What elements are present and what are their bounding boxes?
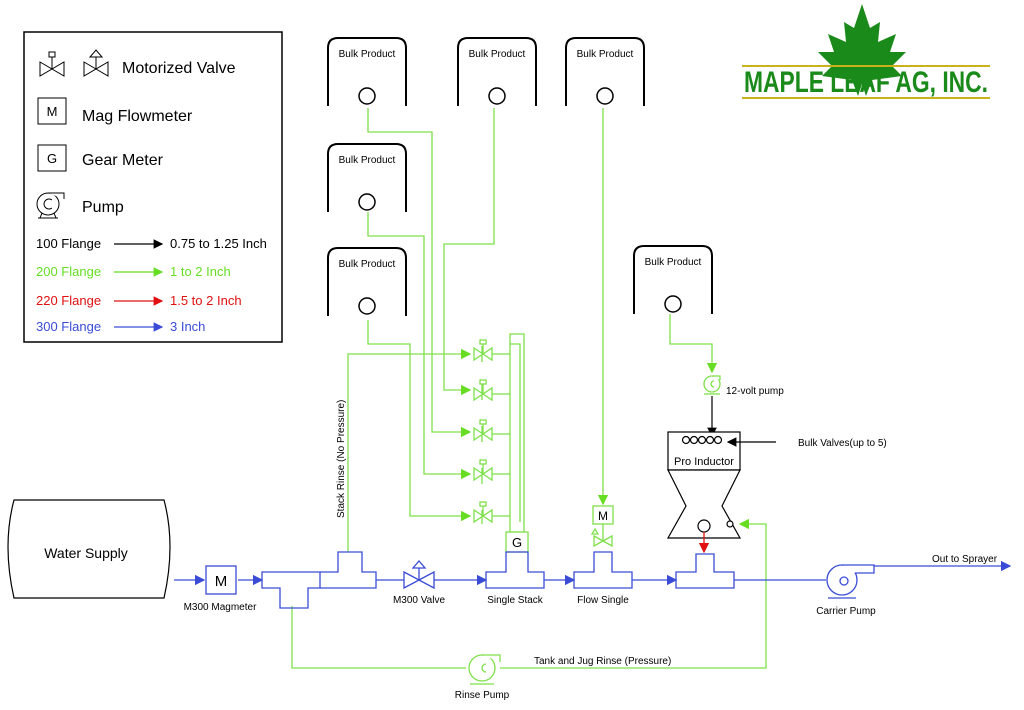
motorized-valve-icon bbox=[39, 49, 109, 77]
tank-outlet bbox=[488, 87, 506, 105]
bulk-product-tank: Bulk Product bbox=[327, 247, 407, 316]
svg-text:0.75 to 1.25 Inch: 0.75 to 1.25 Inch bbox=[170, 236, 267, 251]
bulk-product-label: Bulk Product bbox=[469, 49, 526, 60]
stack-rinse-label: Stack Rinse (No Pressure) bbox=[336, 400, 347, 518]
single-stack-label: Single Stack bbox=[487, 595, 544, 606]
bulk-product-label: Bulk Product bbox=[339, 259, 396, 270]
legend-motorized-valve: Motorized Valve bbox=[122, 60, 236, 77]
tank-outlet bbox=[358, 193, 376, 211]
legend-pump: Pump bbox=[82, 199, 124, 216]
svg-text:1 to 2 Inch: 1 to 2 Inch bbox=[170, 264, 231, 279]
bulk-valves-label: Bulk Valves(up to 5) bbox=[798, 438, 887, 449]
bulk-product-tank: Bulk Product bbox=[327, 143, 407, 212]
stack-valves bbox=[473, 339, 493, 524]
svg-text:100 Flange: 100 Flange bbox=[36, 236, 101, 251]
svg-text:200 Flange: 200 Flange bbox=[36, 264, 101, 279]
svg-text:M: M bbox=[215, 573, 228, 590]
diagram-labels: M300 Magmeter M300 Valve Single Stack Fl… bbox=[184, 386, 998, 701]
motorized-valve-icon bbox=[473, 501, 493, 524]
company-name: MAPLE LEAF AG, INC. bbox=[744, 66, 988, 99]
m300-valve bbox=[403, 560, 435, 590]
gear-meter-icon: G bbox=[37, 144, 67, 172]
bulk-product-label: Bulk Product bbox=[577, 49, 634, 60]
motorized-valve-icon bbox=[473, 419, 493, 442]
svg-text:M: M bbox=[47, 104, 58, 119]
bulk-product-tank: Bulk Product bbox=[565, 37, 645, 106]
legend-gear-meter: Gear Meter bbox=[82, 152, 164, 169]
m300-valve-label: M300 Valve bbox=[393, 595, 446, 606]
flow-single-meter: M bbox=[590, 505, 614, 548]
tank-outlet bbox=[358, 297, 376, 315]
svg-text:G: G bbox=[512, 535, 522, 550]
rinse-pump bbox=[468, 654, 501, 685]
twelve-volt-pump-label: 12-volt pump bbox=[726, 386, 784, 397]
legend-box: Motorized Valve M Mag Flowmeter G Gear M… bbox=[23, 31, 283, 343]
motorized-valve-icon bbox=[590, 524, 613, 548]
m300-magmeter-label: M300 Magmeter bbox=[184, 602, 257, 613]
motorized-valve-icon bbox=[473, 379, 493, 402]
flow-single-label: Flow Single bbox=[577, 595, 629, 606]
motorized-valve-icon bbox=[473, 339, 493, 362]
flange-row: 220 Flange 1.5 to 2 Inch bbox=[36, 293, 242, 308]
motorized-valve-icon bbox=[473, 459, 493, 482]
svg-text:220 Flange: 220 Flange bbox=[36, 293, 101, 308]
svg-text:1.5 to 2 Inch: 1.5 to 2 Inch bbox=[170, 293, 242, 308]
carrier-pump-label: Carrier Pump bbox=[816, 606, 876, 617]
tank-outlet bbox=[358, 87, 376, 105]
bulk-product-label: Bulk Product bbox=[339, 155, 396, 166]
bulk-product-tank: Bulk Product bbox=[633, 245, 713, 314]
carrier-pump bbox=[826, 564, 875, 599]
gear-meter: G bbox=[505, 531, 529, 553]
svg-text:M: M bbox=[598, 509, 608, 523]
m300-magmeter: M bbox=[205, 565, 237, 595]
flange-row: 300 Flange 3 Inch bbox=[36, 319, 205, 334]
svg-text:3 Inch: 3 Inch bbox=[170, 319, 205, 334]
tank-outlet bbox=[596, 87, 614, 105]
water-supply-tank: Water Supply bbox=[7, 499, 171, 599]
water-supply-label: Water Supply bbox=[44, 545, 128, 561]
twelve-volt-pump bbox=[703, 375, 721, 395]
out-to-sprayer-label: Out to Sprayer bbox=[932, 554, 998, 565]
tank-jug-rinse-label: Tank and Jug Rinse (Pressure) bbox=[534, 656, 671, 667]
pump-icon bbox=[36, 192, 65, 219]
bulk-product-tank: Bulk Product bbox=[327, 37, 407, 106]
mag-flowmeter-icon: M bbox=[37, 97, 67, 125]
flange-row: 100 Flange 0.75 to 1.25 Inch bbox=[36, 236, 267, 251]
maple-leaf-icon bbox=[818, 4, 906, 96]
bulk-product-tank: Bulk Product bbox=[457, 37, 537, 106]
blue-pipes bbox=[174, 551, 1012, 609]
svg-text:300 Flange: 300 Flange bbox=[36, 319, 101, 334]
legend-mag-flowmeter: Mag Flowmeter bbox=[82, 108, 193, 125]
flange-row: 200 Flange 1 to 2 Inch bbox=[36, 264, 231, 279]
svg-text:G: G bbox=[47, 151, 57, 166]
pro-inductor-label: Pro Inductor bbox=[674, 456, 734, 468]
maple-leaf-logo: MAPLE LEAF AG, INC. bbox=[742, 4, 990, 99]
bulk-product-label: Bulk Product bbox=[645, 257, 702, 268]
green-pipes bbox=[291, 108, 767, 669]
pro-inductor bbox=[666, 431, 742, 539]
tank-outlet bbox=[664, 295, 682, 313]
rinse-pump-label: Rinse Pump bbox=[455, 690, 510, 701]
bulk-product-label: Bulk Product bbox=[339, 49, 396, 60]
